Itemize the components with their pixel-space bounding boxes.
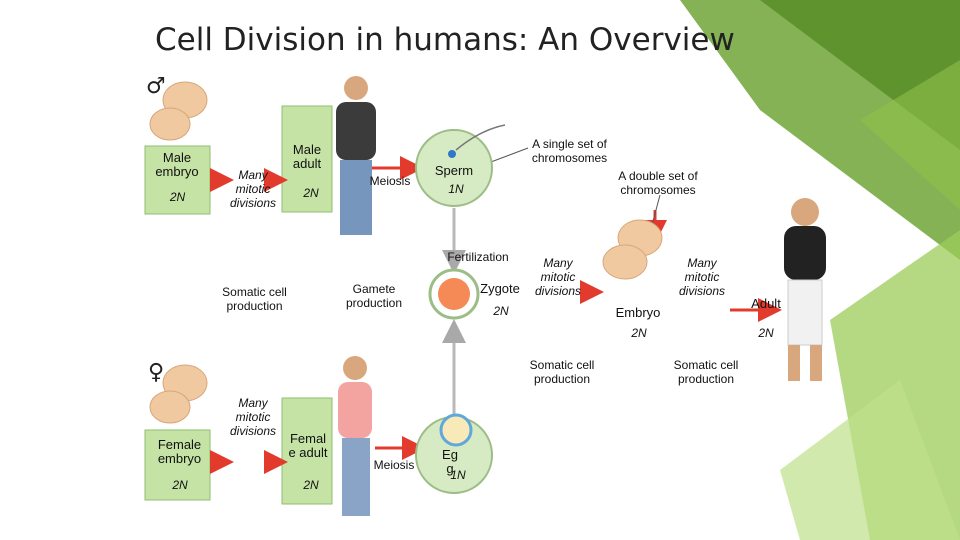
- egg-diagram: [415, 413, 493, 494]
- single-set-label: A single set of chromosomes: [531, 137, 608, 165]
- egg-label: Eg g: [442, 447, 458, 476]
- female-embryo-label: Female embryo: [157, 437, 202, 466]
- adult-ploidy: 2N: [758, 326, 774, 340]
- female-adult-label: Femal e adult: [288, 431, 328, 460]
- male-symbol-icon: ♂: [146, 74, 166, 99]
- male-meiosis-label: Meiosis: [369, 174, 411, 188]
- female-embryo-box: [144, 429, 211, 501]
- female-adult-figure: [338, 356, 372, 516]
- decorative-green-shapes: [680, 0, 960, 540]
- sperm-label: Sperm: [434, 163, 474, 178]
- female-adult-ploidy: 2N: [303, 478, 319, 492]
- embryo-illustration-male: [149, 81, 208, 141]
- male-adult-ploidy: 2N: [303, 186, 319, 200]
- adult-female-photo-figure: [784, 198, 826, 381]
- male-embryo-ploidy: 2N: [169, 190, 186, 204]
- male-adult-box: [281, 105, 333, 213]
- embryo-mitotic-label: Many mitotic divisions: [678, 256, 726, 298]
- sperm-ploidy: 1N: [448, 182, 464, 196]
- zygote-label: Zygote: [480, 281, 520, 296]
- male-mitotic-label: Many mitotic divisions: [229, 168, 277, 210]
- female-mitotic-label: Many mitotic divisions: [229, 396, 277, 438]
- somatic-cell-production-mid: Somatic cell production: [529, 358, 595, 386]
- zygote-mitotic-label: Many mitotic divisions: [534, 256, 582, 298]
- embryo-illustration-zygote: [602, 219, 663, 280]
- egg-ploidy: 1N: [450, 468, 466, 482]
- somatic-cell-production-left: Somatic cell production: [222, 285, 287, 313]
- embryo-ploidy: 2N: [631, 326, 647, 340]
- somatic-cell-production-right: Somatic cell production: [673, 358, 739, 386]
- male-adult-label: Male adult: [292, 142, 322, 171]
- gamete-production-label: Gamete production: [345, 282, 403, 310]
- embryo-label: Embryo: [615, 305, 661, 320]
- female-meiosis-label: Meiosis: [373, 458, 415, 472]
- zygote-diagram: [428, 268, 480, 320]
- male-embryo-label: Male embryo: [155, 150, 199, 179]
- fertilization-label: Fertilization: [447, 250, 509, 264]
- page-title: Cell Division in humans: An Overview: [155, 22, 735, 58]
- male-adult-figure: [336, 76, 376, 235]
- sperm-cell-diagram: [415, 124, 506, 207]
- female-symbol-icon: ♀: [148, 360, 165, 385]
- adult-label: Adult: [751, 296, 781, 311]
- embryo-illustration-female: [149, 364, 208, 424]
- double-set-label: A double set of chromosomes: [618, 169, 698, 197]
- female-embryo-ploidy: 2N: [172, 478, 188, 492]
- zygote-ploidy: 2N: [493, 304, 509, 318]
